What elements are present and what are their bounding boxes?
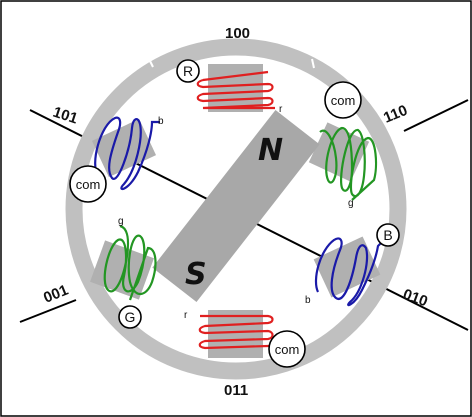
blue-wire-tag-upper: b xyxy=(158,116,164,127)
south-pole-label: S xyxy=(185,257,207,292)
pole-shoe-lower-right xyxy=(313,236,381,298)
ring-notch xyxy=(311,58,315,69)
red-wire-tag-top: r xyxy=(279,104,283,115)
phase-label-010: 010 xyxy=(401,286,430,311)
terminal-r: R xyxy=(176,59,200,83)
north-pole-label: N xyxy=(258,133,283,168)
ring-notch xyxy=(149,60,154,68)
axis-line-110 xyxy=(403,99,469,132)
terminal-com-top-right: com xyxy=(324,81,362,119)
pole-shoe-top xyxy=(208,64,263,112)
blue-coil-lower-right xyxy=(314,237,385,307)
green-coil-lower-left xyxy=(103,224,157,301)
green-wire-tag-left: g xyxy=(118,216,124,227)
stator-ring xyxy=(65,38,407,380)
phase-label-011: 011 xyxy=(224,382,248,399)
terminal-com-label: com xyxy=(275,342,300,357)
blue-wire-tag-lower: b xyxy=(305,295,311,306)
green-coil-upper-right xyxy=(319,126,378,201)
terminal-b-label: B xyxy=(383,227,392,243)
blue-coil-upper-left xyxy=(94,116,160,191)
terminal-com-label: com xyxy=(331,93,356,108)
terminal-com-left: com xyxy=(69,165,107,203)
phase-label-100: 100 xyxy=(225,25,250,42)
red-coil-top xyxy=(196,70,275,110)
terminal-b: B xyxy=(376,223,400,247)
phase-label-101: 101 xyxy=(51,104,80,128)
red-wire-tag-bottom: r xyxy=(184,310,188,321)
rotor-magnet xyxy=(152,109,320,303)
rotor-bar xyxy=(152,109,320,303)
green-wire-tag-right: g xyxy=(348,198,354,209)
terminal-r-label: R xyxy=(183,63,193,79)
terminal-g-label: G xyxy=(125,309,136,325)
terminal-com-bottom: com xyxy=(268,330,306,368)
axis-line-001 xyxy=(19,299,77,323)
pole-shoe-bottom xyxy=(208,310,263,358)
terminal-g: G xyxy=(118,305,142,329)
red-coil-bottom xyxy=(198,314,280,350)
phase-label-110: 110 xyxy=(381,102,410,127)
terminal-com-label: com xyxy=(76,177,101,192)
